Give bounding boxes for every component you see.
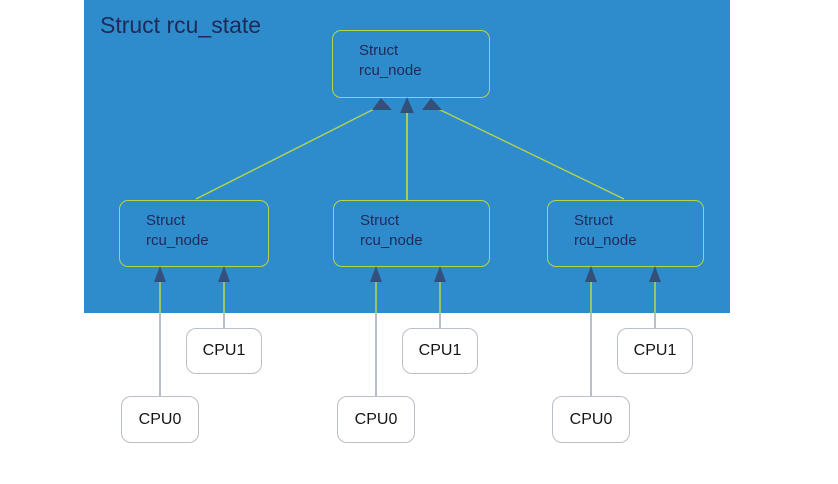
cpu-box-group3-cpu1[interactable]: CPU1 <box>617 328 693 374</box>
page-title: Struct rcu_state <box>100 12 262 38</box>
rcu-node-leaf-2-line2: rcu_node <box>360 232 423 249</box>
cpu-box-group2-cpu1[interactable]: CPU1 <box>402 328 478 374</box>
rcu-node-root-line2: rcu_node <box>359 62 422 79</box>
rcu-node-leaf-3[interactable]: Struct rcu_node <box>547 200 704 267</box>
cpu-box-group1-cpu1[interactable]: CPU1 <box>186 328 262 374</box>
rcu-node-leaf-1[interactable]: Struct rcu_node <box>119 200 269 267</box>
rcu-node-leaf-3-line2: rcu_node <box>574 232 637 249</box>
cpu-box-group3-cpu0[interactable]: CPU0 <box>552 396 630 443</box>
rcu-node-leaf-1-line1: Struct <box>146 212 186 229</box>
rcu-node-root-line1: Struct <box>359 42 399 59</box>
rcu-node-leaf-1-line2: rcu_node <box>146 232 209 249</box>
cpu-box-group2-cpu0[interactable]: CPU0 <box>337 396 415 443</box>
rcu-node-leaf-2-line1: Struct <box>360 212 400 229</box>
cpu-box-group1-cpu0[interactable]: CPU0 <box>121 396 199 443</box>
rcu-node-leaf-2[interactable]: Struct rcu_node <box>333 200 490 267</box>
rcu-node-leaf-3-line1: Struct <box>574 212 614 229</box>
rcu-node-root[interactable]: Struct rcu_node <box>332 30 490 98</box>
